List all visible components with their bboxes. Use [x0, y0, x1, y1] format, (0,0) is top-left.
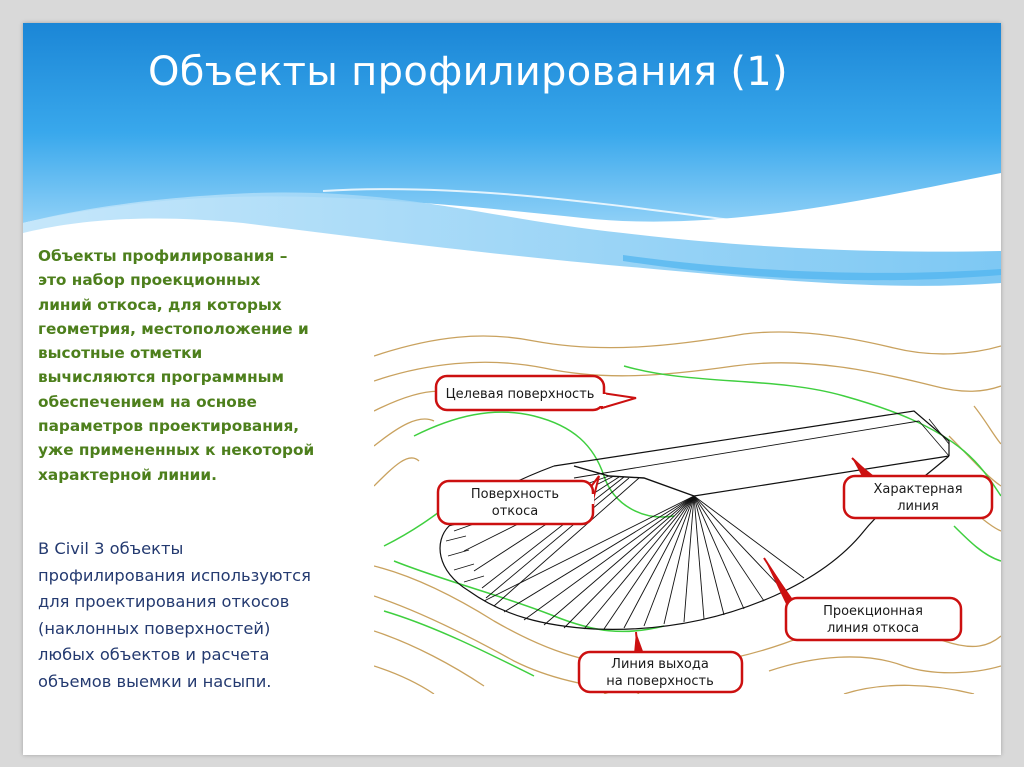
- usage-paragraph: В Civil 3 объекты профилирования использ…: [38, 536, 378, 696]
- definition-paragraph: Объекты профилирования – это набор проек…: [38, 244, 363, 487]
- projection-lines-right: [913, 410, 950, 457]
- usage-line: (наклонных поверхностей): [38, 618, 271, 638]
- definition-line: параметров проектирования,: [38, 417, 300, 436]
- callout-feature-line-line1: Характерная: [873, 482, 962, 497]
- definition-line: высотные отметки: [38, 344, 203, 363]
- usage-line: объемов выемки и насыпи.: [38, 671, 272, 691]
- callout-projection-line-line2: линия откоса: [827, 621, 919, 636]
- callout-feature-line-line2: линия: [897, 499, 939, 514]
- definition-line: Объекты профилирования –: [38, 247, 288, 265]
- callout-slope-surface: Поверхность откоса: [436, 475, 600, 526]
- slide: Объекты профилирования (1) Объекты профи…: [23, 23, 1001, 755]
- callout-daylight-line-line1: Линия выхода: [611, 657, 709, 672]
- callout-daylight-line-line2: на поверхность: [606, 674, 714, 689]
- usage-line: любых объектов и расчета: [38, 645, 270, 665]
- wave-background: [23, 23, 1001, 286]
- callout-projection-line-line1: Проекционная: [823, 604, 923, 619]
- definition-line: обеспечением на основе: [38, 392, 257, 411]
- header-wave-banner: [23, 23, 1001, 313]
- slide-title: Объекты профилирования (1): [148, 49, 788, 95]
- grading-diagram-svg: Целевая поверхность Поверхность откоса Х…: [373, 326, 1001, 695]
- usage-line: профилирования используются: [38, 565, 311, 585]
- projection-lines-fan: [453, 475, 805, 630]
- definition-line: характерной линии.: [38, 465, 217, 484]
- callout-target-surface-label: Целевая поверхность: [446, 387, 595, 402]
- callout-feature-line: Характерная линия: [842, 457, 994, 520]
- definition-line: геометрия, местоположение и: [38, 319, 309, 338]
- callout-projection-line: Проекционная линия откоса: [763, 557, 963, 642]
- definition-line: уже примененных к некоторой: [38, 441, 315, 460]
- definition-line: вычисляются программным: [38, 368, 284, 387]
- callout-slope-surface-line1: Поверхность: [471, 487, 559, 502]
- grading-diagram: Целевая поверхность Поверхность откоса Х…: [373, 326, 1001, 695]
- callout-target-surface: Целевая поверхность: [434, 374, 637, 412]
- callout-slope-surface-line2: откоса: [492, 504, 538, 519]
- definition-line: линий откоса, для которых: [38, 295, 282, 314]
- green-contours: [383, 365, 1001, 677]
- usage-line: В Civil 3 объекты: [38, 539, 184, 558]
- usage-line: для проектирования откосов: [38, 592, 290, 612]
- definition-line: это набор проекционных: [38, 271, 261, 290]
- callout-daylight-line: Линия выхода на поверхность: [577, 631, 744, 694]
